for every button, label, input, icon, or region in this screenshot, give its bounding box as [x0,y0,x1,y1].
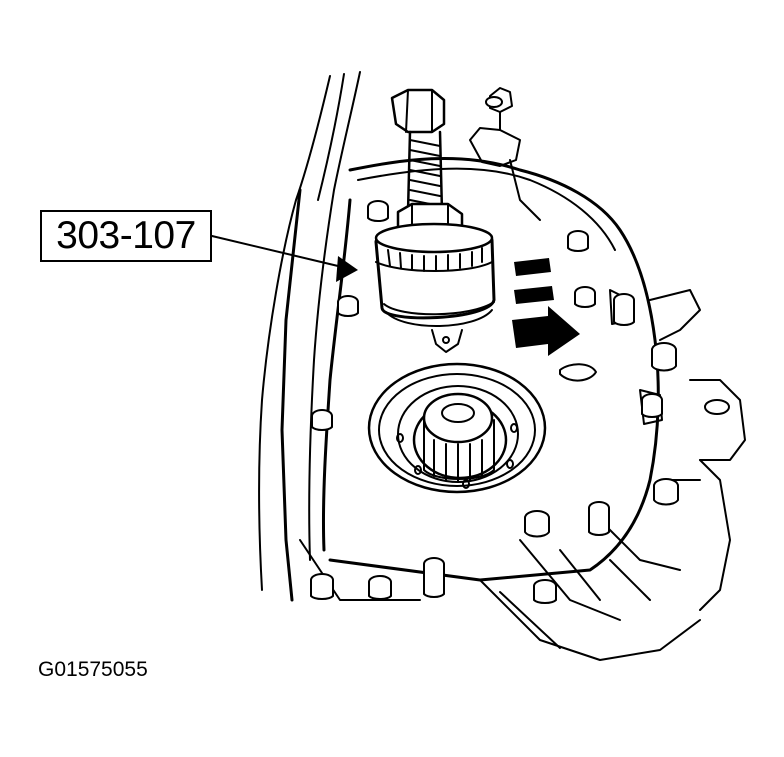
figure-id: G01575055 [38,658,148,681]
output-shaft-seal [367,362,547,494]
transmission-housing [258,71,746,661]
seal-installer-tool [374,88,496,353]
direction-arrow [512,258,580,356]
callout-leader [211,235,358,282]
housing-bolts [310,96,730,604]
tool-number-label: 303-107 [40,210,212,262]
